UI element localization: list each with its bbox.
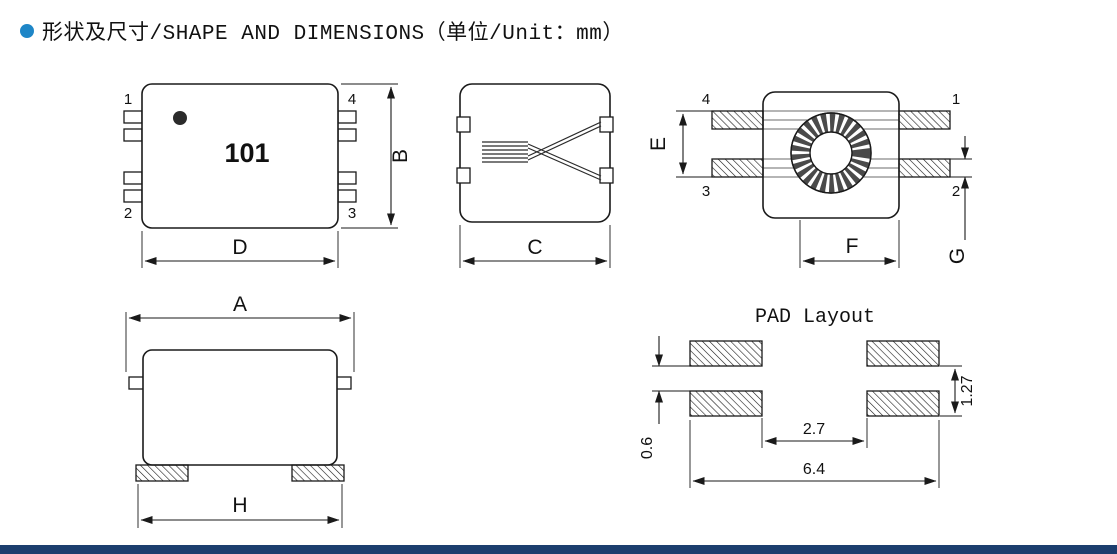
dimension-inner-gap: 2.7 — [761, 418, 868, 448]
pin-number: 3 — [348, 205, 356, 222]
dimension-G: G — [946, 136, 972, 264]
front-view-leads — [128, 376, 352, 390]
top-view: 101 1 2 4 3 B D — [123, 83, 412, 268]
component-body-top — [141, 83, 339, 229]
dim-value: 0.6 — [639, 437, 656, 459]
pin1-marker-dot — [173, 111, 187, 125]
rear-view: 4 1 3 2 E F — [647, 91, 972, 268]
pad-layout-title: PAD Layout — [755, 306, 875, 329]
dimension-E: E — [647, 110, 712, 178]
dim-label: C — [527, 236, 542, 259]
dim-label: F — [846, 235, 859, 258]
rear-view-pads — [711, 110, 951, 178]
dimension-D: D — [141, 231, 339, 268]
dimension-B: B — [341, 83, 412, 229]
dimension-A: A — [125, 293, 355, 372]
toroid-core — [790, 112, 872, 194]
dim-label: E — [647, 137, 670, 151]
pin-number: 4 — [348, 91, 356, 108]
pin-number: 2 — [124, 205, 132, 222]
dimension-pitch: 1.27 — [940, 365, 976, 417]
dim-value: 6.4 — [803, 461, 825, 478]
dim-value: 1.27 — [959, 375, 976, 406]
dimension-F: F — [799, 220, 900, 268]
dimension-overall: 6.4 — [689, 420, 940, 488]
front-view: A H — [125, 293, 355, 528]
pin-number: 1 — [124, 91, 132, 108]
dimension-C: C — [459, 225, 611, 268]
section-bullet-icon — [20, 24, 34, 38]
dim-label: D — [232, 236, 247, 259]
dim-value: 2.7 — [803, 421, 825, 438]
footer-bar — [0, 545, 1117, 554]
dim-label: G — [946, 248, 969, 264]
dimension-H: H — [137, 484, 343, 528]
pin-number: 2 — [952, 183, 960, 200]
pad-layout: PAD Layout 0.6 1.27 — [639, 306, 976, 488]
pin-number: 1 — [952, 91, 960, 108]
dimension-row-gap: 0.6 — [639, 336, 690, 459]
dim-label: H — [232, 494, 247, 517]
side-view: C — [456, 83, 614, 268]
section-title: 形状及尺寸/SHAPE AND DIMENSIONS（单位/Unit：mm） — [42, 23, 624, 46]
dim-label: A — [233, 293, 247, 316]
pad-layout-pads — [689, 340, 940, 417]
winding-wires — [482, 121, 602, 181]
front-view-feet — [135, 464, 345, 482]
component-body-front — [142, 349, 338, 466]
side-view-terminals — [456, 116, 614, 184]
pin-number: 3 — [702, 183, 710, 200]
part-marking: 101 — [224, 138, 269, 168]
top-view-leads — [123, 110, 357, 203]
dim-label: B — [389, 149, 412, 163]
pin-number: 4 — [702, 91, 710, 108]
section-title-row: 形状及尺寸/SHAPE AND DIMENSIONS（单位/Unit：mm） — [20, 16, 624, 46]
